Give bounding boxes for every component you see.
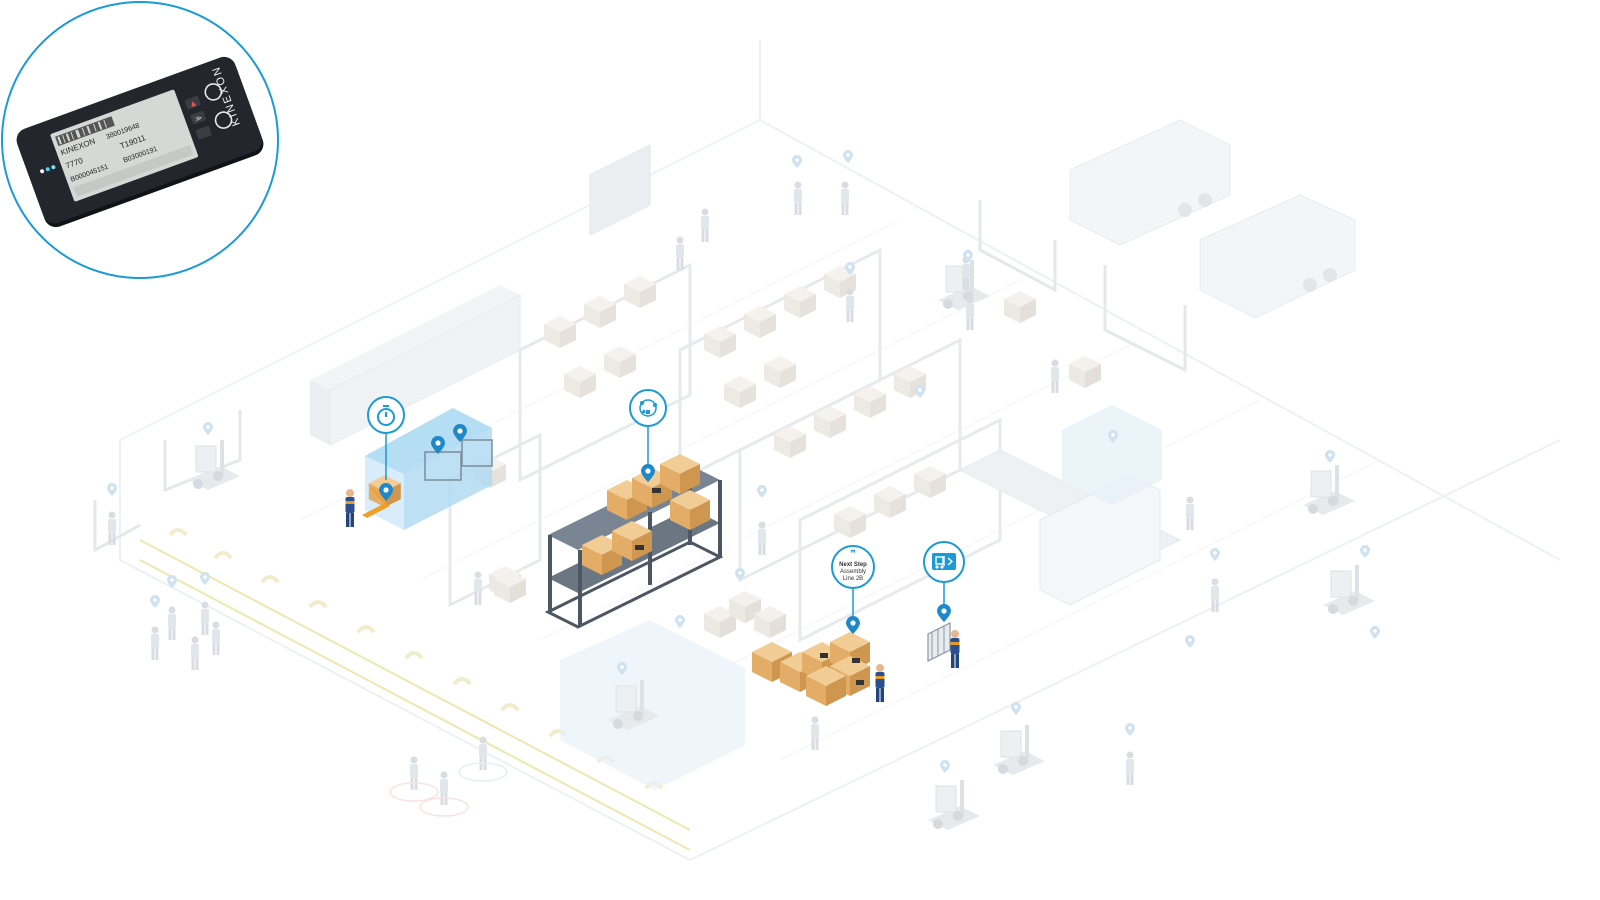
- analytics-icon: [639, 399, 657, 417]
- device-inset: KINEXON 380019648 7770 T19011 B000045151…: [1, 1, 279, 279]
- forklift-callout: [923, 541, 965, 605]
- next-step-line2: Assembly: [840, 569, 866, 575]
- worker-cage: [950, 630, 960, 668]
- status-leds: [40, 165, 56, 174]
- pallet-jack: [362, 487, 390, 518]
- storage-cabinets: [310, 285, 521, 446]
- next-step-line1: Next Step: [839, 562, 867, 568]
- safety-walkway: [139, 539, 691, 851]
- quote-icon: ❞: [850, 549, 856, 560]
- forklifts-faded: [187, 259, 1376, 831]
- glass-zone-bottom: [560, 620, 745, 790]
- box-stack-highlight: [752, 632, 870, 706]
- forklift-icon: [932, 553, 956, 570]
- side-buttons: ▲ ≫: [184, 95, 212, 140]
- worker-pallet-jack: [345, 489, 355, 527]
- kinexon-tag-device: KINEXON 380019648 7770 T19011 B000045151…: [16, 56, 264, 228]
- glass-zone-right: [1062, 405, 1162, 505]
- truck-2: [1199, 194, 1356, 319]
- next-step-callout: ❞ Next Step Assembly Line 2B: [831, 545, 875, 618]
- wall-board: [589, 144, 651, 236]
- floor-rings: [389, 762, 508, 817]
- analytics-callout: [629, 389, 667, 468]
- device-buttons: [204, 83, 233, 129]
- timer-callout: [367, 396, 405, 480]
- next-step-line3: Line 2B: [843, 576, 863, 582]
- building-outline: [119, 40, 1561, 861]
- rack-highlight: [544, 454, 724, 629]
- cage-cart: [927, 622, 951, 662]
- conveyor: [958, 449, 1182, 606]
- chevron-icon: ≫: [194, 114, 204, 124]
- truck-1: [1069, 119, 1231, 246]
- location-pin-icon: [937, 604, 951, 622]
- alert-icon: ▲: [189, 99, 197, 109]
- stopwatch-icon: [377, 405, 395, 426]
- background-racks: [448, 247, 1002, 643]
- location-pin-icon: [846, 616, 860, 634]
- worker-box-stack: [875, 664, 885, 702]
